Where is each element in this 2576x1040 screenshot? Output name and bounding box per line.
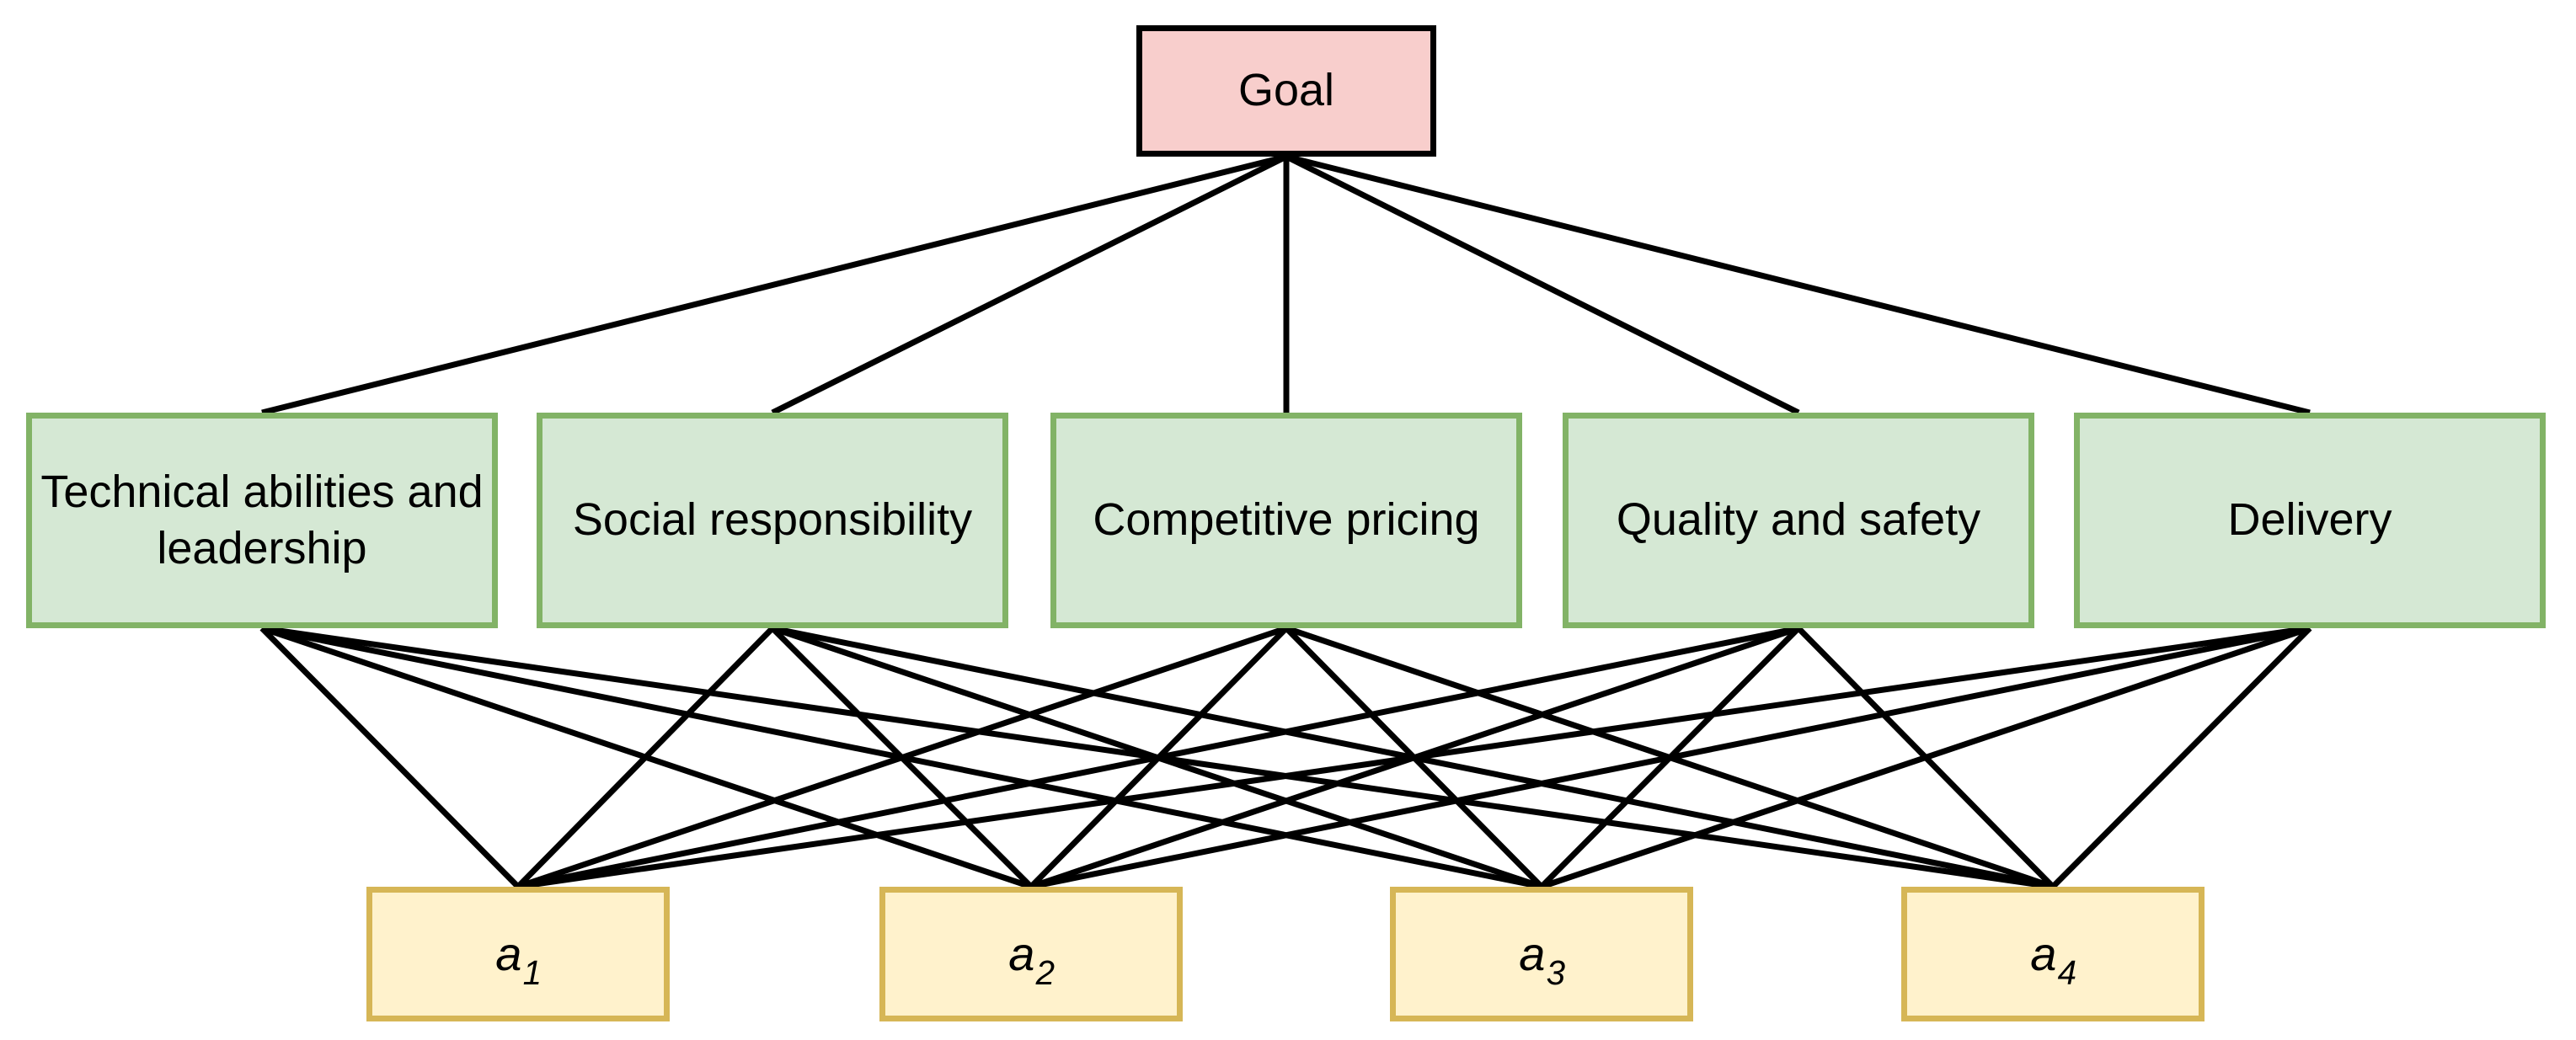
- criterion-node-social-responsibility: Social responsibility: [537, 413, 1008, 628]
- edge-criterion-5-alt-1: [517, 625, 2311, 890]
- edge-goal-criterion-5: [1285, 153, 2311, 416]
- alternative-node-a3: a3: [1390, 887, 1693, 1021]
- alternative-subscript: 4: [2057, 953, 2076, 993]
- edge-criterion-5-alt-3: [1540, 625, 2311, 890]
- alternative-base: a: [2030, 927, 2057, 980]
- alternative-node-a4: a4: [1901, 887, 2205, 1021]
- criterion-label: Quality and safety: [1616, 494, 1981, 546]
- criterion-node-technical-abilities: Technical abilities and leadership: [26, 413, 498, 628]
- goal-node: Goal: [1136, 25, 1436, 157]
- alternative-label: a1: [495, 925, 542, 989]
- alternative-label: a4: [2030, 925, 2076, 989]
- criterion-label: Social responsibility: [572, 494, 973, 546]
- criterion-label: Delivery: [2227, 494, 2392, 546]
- edge-criterion-5-alt-2: [1030, 625, 2311, 890]
- alternative-base: a: [495, 927, 522, 980]
- edge-goal-criterion-1: [261, 153, 1287, 416]
- criterion-node-competitive-pricing: Competitive pricing: [1050, 413, 1522, 628]
- alternative-subscript: 3: [1546, 953, 1565, 993]
- criterion-label: Competitive pricing: [1093, 494, 1480, 546]
- goal-label: Goal: [1237, 65, 1335, 116]
- alternative-base: a: [1519, 927, 1546, 980]
- edge-criterion-4-alt-1: [517, 625, 1799, 890]
- alternative-node-a2: a2: [879, 887, 1183, 1021]
- criterion-node-delivery: Delivery: [2074, 413, 2546, 628]
- edge-criterion-5-alt-4: [2050, 626, 2312, 889]
- edge-goal-criterion-2: [771, 153, 1288, 416]
- criterion-node-quality-and-safety: Quality and safety: [1563, 413, 2034, 628]
- alternative-label: a2: [1008, 925, 1055, 989]
- edge-criterion-3-alt-1: [516, 625, 1288, 890]
- criterion-label: Technical abilities and leadership: [40, 466, 484, 574]
- edge-criterion-1-alt-1: [259, 626, 521, 889]
- alternative-label: a3: [1519, 925, 1565, 989]
- edge-criterion-2-alt-1: [516, 626, 775, 889]
- alternative-base: a: [1008, 927, 1035, 980]
- alternative-subscript: 2: [1035, 953, 1055, 993]
- edge-goal-criterion-4: [1285, 153, 1800, 416]
- alternative-subscript: 1: [522, 953, 542, 993]
- alternative-node-a1: a1: [366, 887, 670, 1021]
